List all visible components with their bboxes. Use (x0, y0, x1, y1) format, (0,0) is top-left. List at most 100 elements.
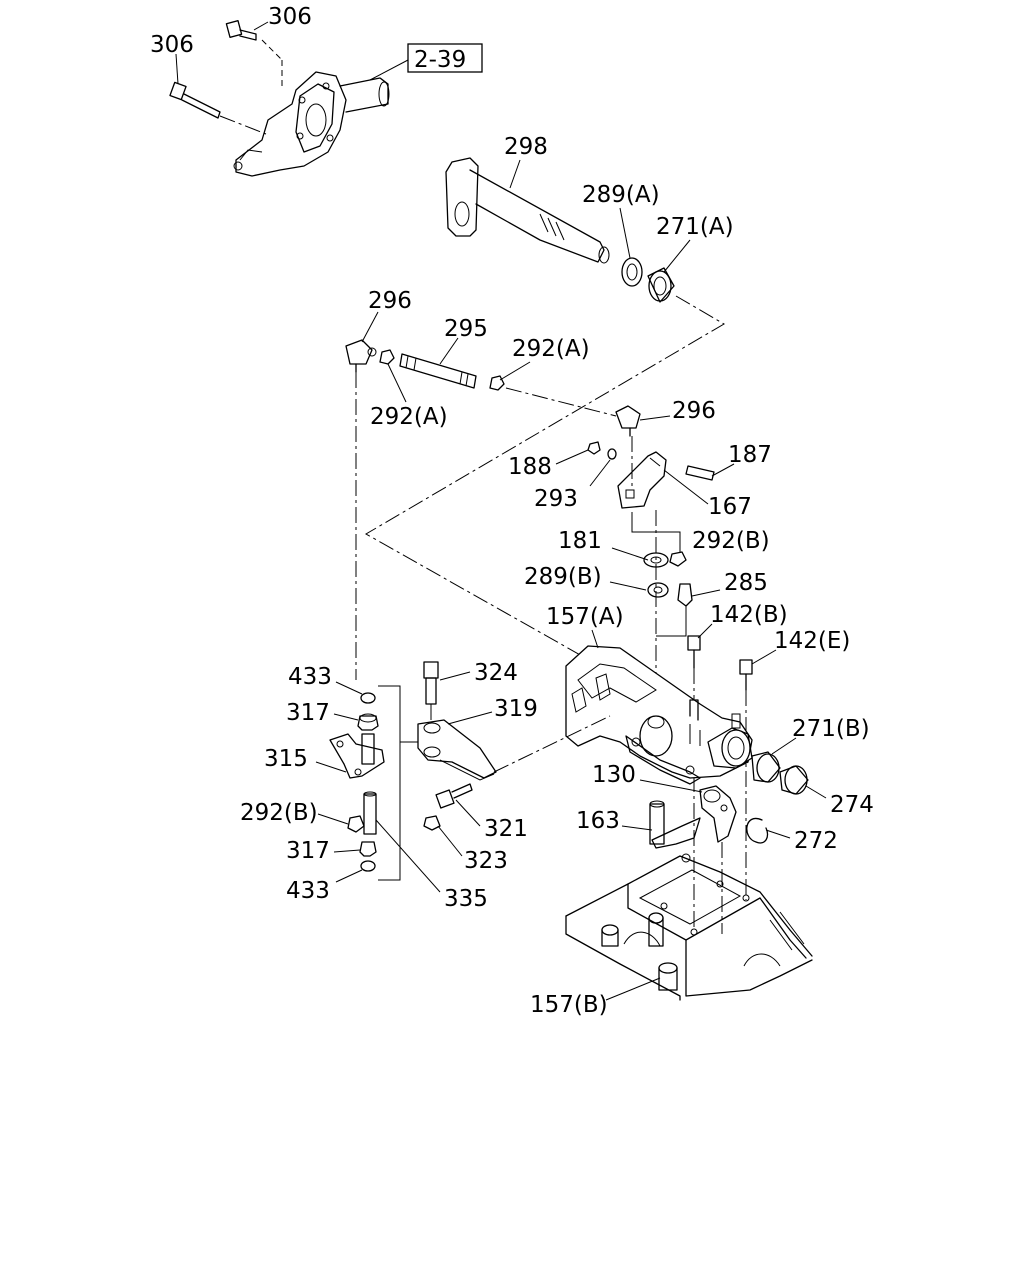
bolt-306-upper-axis (261, 39, 283, 61)
callout-306b[interactable]: 306 (150, 32, 194, 58)
breather-285-part (677, 583, 693, 607)
callout-157a[interactable]: 157(A) (546, 604, 624, 630)
callout-295[interactable]: 295 (444, 316, 488, 342)
callout-163[interactable]: 163 (576, 808, 620, 834)
leader-298 (509, 159, 521, 189)
callout-323[interactable]: 323 (464, 848, 508, 874)
bracket-181-292b (631, 512, 681, 552)
callout-142b[interactable]: 142(B) (710, 602, 788, 628)
linkage-axis (505, 387, 617, 417)
leader-292b2 (317, 813, 349, 825)
callout-298[interactable]: 298 (504, 134, 548, 160)
callout-292a-left[interactable]: 292(A) (370, 404, 448, 430)
callout-181[interactable]: 181 (558, 528, 602, 554)
callout-187[interactable]: 187 (728, 442, 772, 468)
bolt-306-left-axis (219, 115, 267, 135)
callout-157b[interactable]: 157(B) (530, 992, 608, 1018)
bushing-271a-part (647, 267, 675, 303)
callout-292b-upper[interactable]: 292(B) (692, 528, 770, 554)
leader-323 (437, 825, 463, 857)
pin-163-part (649, 800, 701, 849)
callout-433-lower[interactable]: 433 (286, 878, 330, 904)
callout-317-upper[interactable]: 317 (286, 700, 330, 726)
reference-box-leader (369, 59, 409, 81)
callout-271b[interactable]: 271(B) (792, 716, 870, 742)
callout-433-upper[interactable]: 433 (288, 664, 332, 690)
callout-142e[interactable]: 142(E) (774, 628, 850, 654)
bolt-306-left-part (169, 81, 221, 119)
callout-289b[interactable]: 289(B) (524, 564, 602, 590)
bracket-319-part (417, 719, 497, 781)
nut-323-part (423, 815, 441, 831)
callout-335[interactable]: 335 (444, 886, 488, 912)
leader-157b (605, 977, 661, 1001)
bolt-324-part (423, 661, 439, 705)
leader-272 (765, 829, 791, 839)
bolt-142b-part (687, 635, 701, 669)
callout-324[interactable]: 324 (474, 660, 518, 686)
seal-289b-part (647, 582, 669, 598)
callout-296a[interactable]: 296 (368, 288, 412, 314)
leader-296b (639, 415, 671, 421)
leader-315 (315, 761, 347, 773)
leader-157a (591, 629, 599, 649)
snap-ring-272-part (746, 817, 769, 844)
callout-321[interactable]: 321 (484, 816, 528, 842)
washer-293-part (607, 448, 617, 460)
leader-188 (555, 449, 589, 465)
callout-274[interactable]: 274 (830, 792, 874, 818)
leader-289b (609, 581, 647, 591)
callout-labels: 306 306 298 289(A) 271(A) 296 295 292(A)… (150, 4, 874, 1018)
leader-187 (711, 463, 735, 477)
bolt-321-part (435, 783, 473, 809)
callout-130[interactable]: 130 (592, 762, 636, 788)
leader-130 (639, 779, 703, 793)
leader-295 (439, 337, 459, 365)
transmission-case-157b-part (565, 853, 813, 1001)
leader-321 (455, 799, 481, 827)
leader-289a (619, 207, 631, 259)
leader-292a1 (387, 363, 407, 403)
leader-181 (611, 547, 649, 561)
leader-142e (751, 649, 777, 665)
shift-shaft-assembly-path (364, 295, 725, 701)
callout-167[interactable]: 167 (708, 494, 752, 520)
callout-292b-lower[interactable]: 292(B) (240, 800, 318, 826)
callout-296b[interactable]: 296 (672, 398, 716, 424)
leader-293 (589, 459, 611, 487)
leader-433a (335, 681, 363, 695)
reference-box-label: 2-39 (414, 47, 466, 73)
callout-306a[interactable]: 306 (268, 4, 312, 30)
leader-319 (447, 711, 493, 725)
nut-292a-right-part (489, 375, 505, 391)
leader-335 (375, 819, 441, 893)
bracket-319-axis (493, 715, 611, 773)
transmission-housing-part (233, 71, 390, 177)
leader-285 (691, 589, 721, 597)
callout-188[interactable]: 188 (508, 454, 552, 480)
callout-293[interactable]: 293 (534, 486, 578, 512)
callout-289a[interactable]: 289(A) (582, 182, 660, 208)
callout-272[interactable]: 272 (794, 828, 838, 854)
nut-292b-upper-part (669, 551, 687, 567)
callout-317-lower[interactable]: 317 (286, 838, 330, 864)
callout-285[interactable]: 285 (724, 570, 768, 596)
callout-315[interactable]: 315 (264, 746, 308, 772)
lever-315-part (329, 733, 385, 779)
leader-324 (439, 671, 471, 681)
plug-274-part (779, 765, 809, 795)
reference-box[interactable]: 2-39 (407, 43, 483, 73)
leader-271b (771, 737, 797, 755)
shift-lever-130-part (699, 785, 737, 843)
callout-292a-right[interactable]: 292(A) (512, 336, 590, 362)
breather-285-axis (656, 606, 687, 637)
leader-292a2 (499, 361, 531, 381)
leader-296a (361, 311, 379, 343)
nut-188-part (587, 441, 601, 455)
leader-317a (333, 713, 359, 721)
callout-271a[interactable]: 271(A) (656, 214, 734, 240)
leader-163 (621, 825, 653, 831)
callout-319[interactable]: 319 (494, 696, 538, 722)
ball-joint-296-left-part (345, 339, 377, 373)
